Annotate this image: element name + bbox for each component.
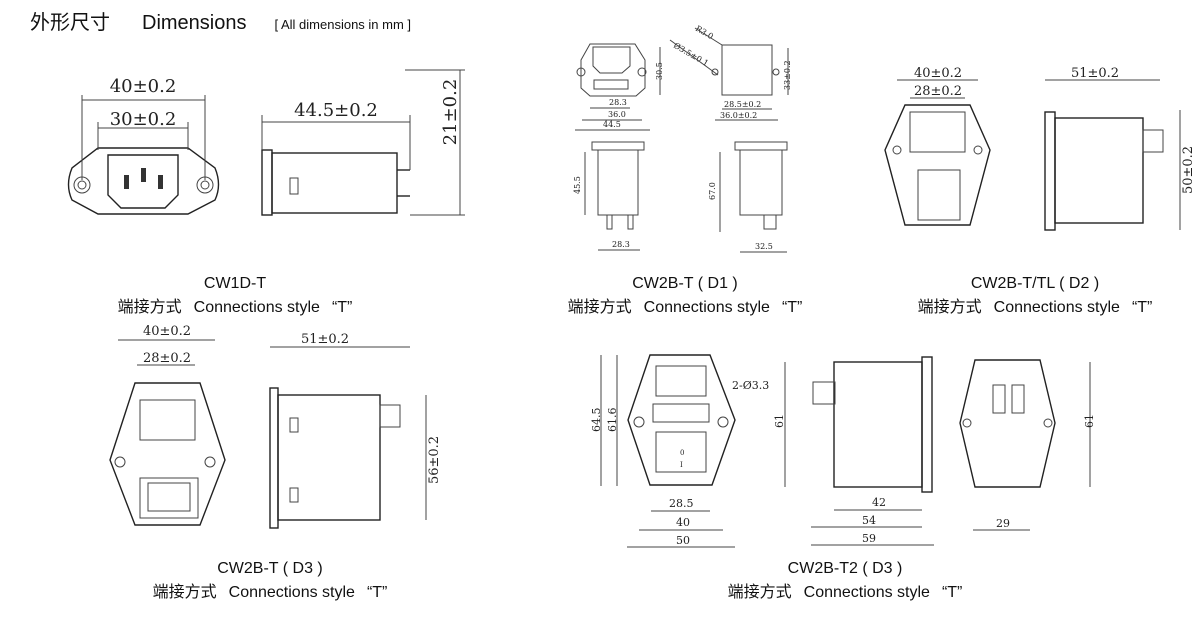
dim-text: 21±0.2 — [440, 79, 461, 146]
model-name: CW1D-T — [203, 275, 267, 292]
dim-text: 28.3 — [609, 98, 627, 107]
dim-text: 51±0.2 — [1071, 66, 1119, 81]
dim-text: 40 — [676, 516, 690, 529]
connection-label-cn: 端接方式 — [152, 584, 217, 601]
connection-label-cn: 端接方式 — [917, 299, 982, 316]
connection-label-cn: 端接方式 — [727, 584, 792, 601]
dim-text: 28.5±0.2 — [724, 100, 761, 109]
dim-text: 28.3 — [612, 240, 630, 249]
connection-style: “T” — [366, 584, 388, 601]
connection-label-en: Connections style — [803, 584, 930, 601]
dim-text: 30±0.2 — [110, 109, 177, 130]
switch-mark-on: I — [680, 461, 683, 469]
drawing-cw2b-t-d1: 28.3 36.0 44.5 30.5 R3.0 Ø3.5±0.1 28.5±0… — [573, 24, 792, 253]
dim-text: 61.6 — [606, 408, 619, 433]
dim-text: 45.5 — [573, 176, 582, 194]
dim-text: 40±0.2 — [143, 324, 191, 339]
dim-text: 67.0 — [708, 182, 717, 200]
units-note: [ All dimensions in mm ] — [274, 17, 412, 32]
dim-text: 28.5 — [669, 497, 694, 510]
dim-text: 29 — [996, 517, 1010, 530]
switch-mark-off: 0 — [680, 449, 684, 457]
caption-cw2b-t-d3: CW2B-T ( D3 ) 端接方式 Connections style “T” — [125, 557, 415, 605]
dim-text: 44.5 — [603, 120, 621, 129]
page-header: 外形尺寸 Dimensions [ All dimensions in mm ] — [30, 6, 411, 35]
dim-text: 40±0.2 — [110, 76, 177, 97]
connection-style: “T” — [781, 299, 803, 316]
model-name: CW2B-T/TL ( D2 ) — [970, 275, 1100, 292]
connection-style: “T” — [941, 584, 963, 601]
connection-label-en: Connections style — [993, 299, 1120, 316]
dim-text: 59 — [862, 532, 876, 545]
caption-cw1d-t: CW1D-T 端接方式 Connections style “T” — [110, 272, 360, 320]
dim-text: 61 — [1083, 414, 1096, 428]
dim-text: 54 — [862, 514, 876, 527]
dim-text: 40±0.2 — [914, 66, 962, 81]
dim-text: 50±0.2 — [1181, 146, 1196, 194]
caption-cw2b-t-tl-d2: CW2B-T/TL ( D2 ) 端接方式 Connections style “T… — [890, 272, 1180, 320]
dim-text: 56±0.2 — [427, 436, 442, 484]
dim-text: 42 — [872, 496, 886, 509]
dim-text: 2-Ø3.3 — [732, 379, 769, 392]
drawing-cw2b-t-d3: 40±0.2 28±0.2 51±0.2 56±0.2 — [109, 324, 442, 529]
dim-text: 36.0±0.2 — [720, 111, 757, 120]
dim-text: 28±0.2 — [914, 84, 962, 99]
model-name: CW2B-T2 ( D3 ) — [787, 560, 903, 577]
dim-text: 61 — [773, 414, 786, 428]
drawing-cw2b-t2-d3: 0 I 2-Ø3.3 64.5 61.6 28.5 40 50 61 42 54… — [590, 354, 1096, 548]
connection-style: “T” — [331, 299, 353, 316]
connection-style: “T” — [1131, 299, 1153, 316]
dim-text: 51±0.2 — [301, 332, 349, 347]
title-cn: 外形尺寸 — [30, 12, 110, 34]
caption-cw2b-t2-d3: CW2B-T2 ( D3 ) 端接方式 Connections style “T” — [700, 557, 990, 605]
dim-text: 36.0 — [608, 110, 626, 119]
dim-text: 28±0.2 — [143, 351, 191, 366]
dim-text: 50 — [676, 534, 690, 547]
title-en: Dimensions — [142, 12, 247, 34]
dim-text: 44.5±0.2 — [294, 100, 378, 121]
connection-label-cn: 端接方式 — [567, 299, 632, 316]
model-name: CW2B-T ( D3 ) — [217, 560, 323, 577]
drawing-cw1d-t: 40±0.2 30±0.2 44.5±0.2 21±0.2 — [67, 69, 465, 216]
dim-text: 32.5 — [755, 242, 773, 251]
connection-label-en: Connections style — [193, 299, 320, 316]
connection-label-cn: 端接方式 — [117, 299, 182, 316]
caption-cw2b-t-d1: CW2B-T ( D1 ) 端接方式 Connections style “T” — [540, 272, 830, 320]
model-name: CW2B-T ( D1 ) — [632, 275, 738, 292]
drawing-cw2b-t-tl-d2: 40±0.2 28±0.2 51±0.2 50±0.2 — [884, 66, 1196, 231]
connection-label-en: Connections style — [228, 584, 355, 601]
connection-label-en: Connections style — [643, 299, 770, 316]
dim-text: 64.5 — [590, 408, 603, 433]
